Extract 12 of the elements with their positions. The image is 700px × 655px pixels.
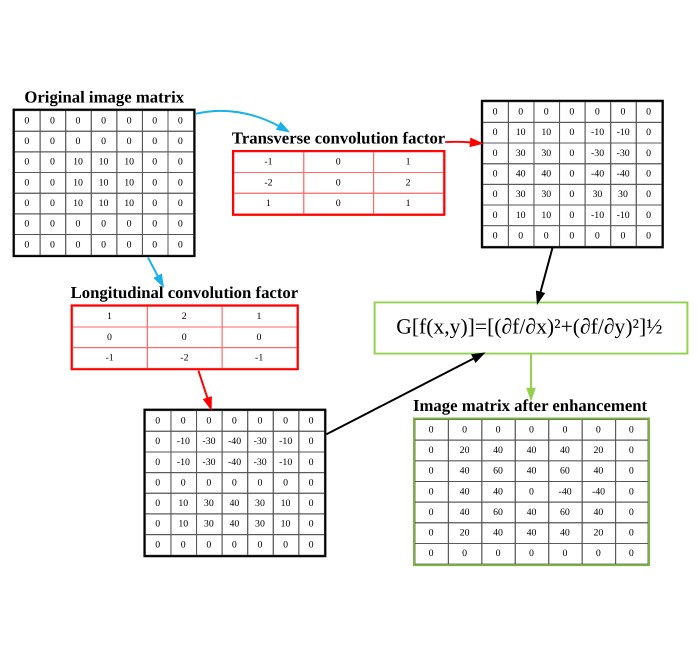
node-label: Original image matrix <box>24 86 184 106</box>
node-box: G[f(x,y)]=[(∂f/∂x)²+(∂f/∂y)²]½ <box>374 300 688 354</box>
arrow <box>326 352 486 435</box>
arrow <box>147 256 164 288</box>
arrow <box>445 137 484 147</box>
node-label: Image matrix after enhancement <box>412 396 648 415</box>
node-label: Transverse convolution factor <box>232 128 446 148</box>
arrow <box>526 353 536 402</box>
arrow <box>196 109 290 132</box>
arrow <box>536 247 554 305</box>
node-label: Longitudinal convolution factor <box>70 282 298 302</box>
arrow <box>198 370 212 410</box>
